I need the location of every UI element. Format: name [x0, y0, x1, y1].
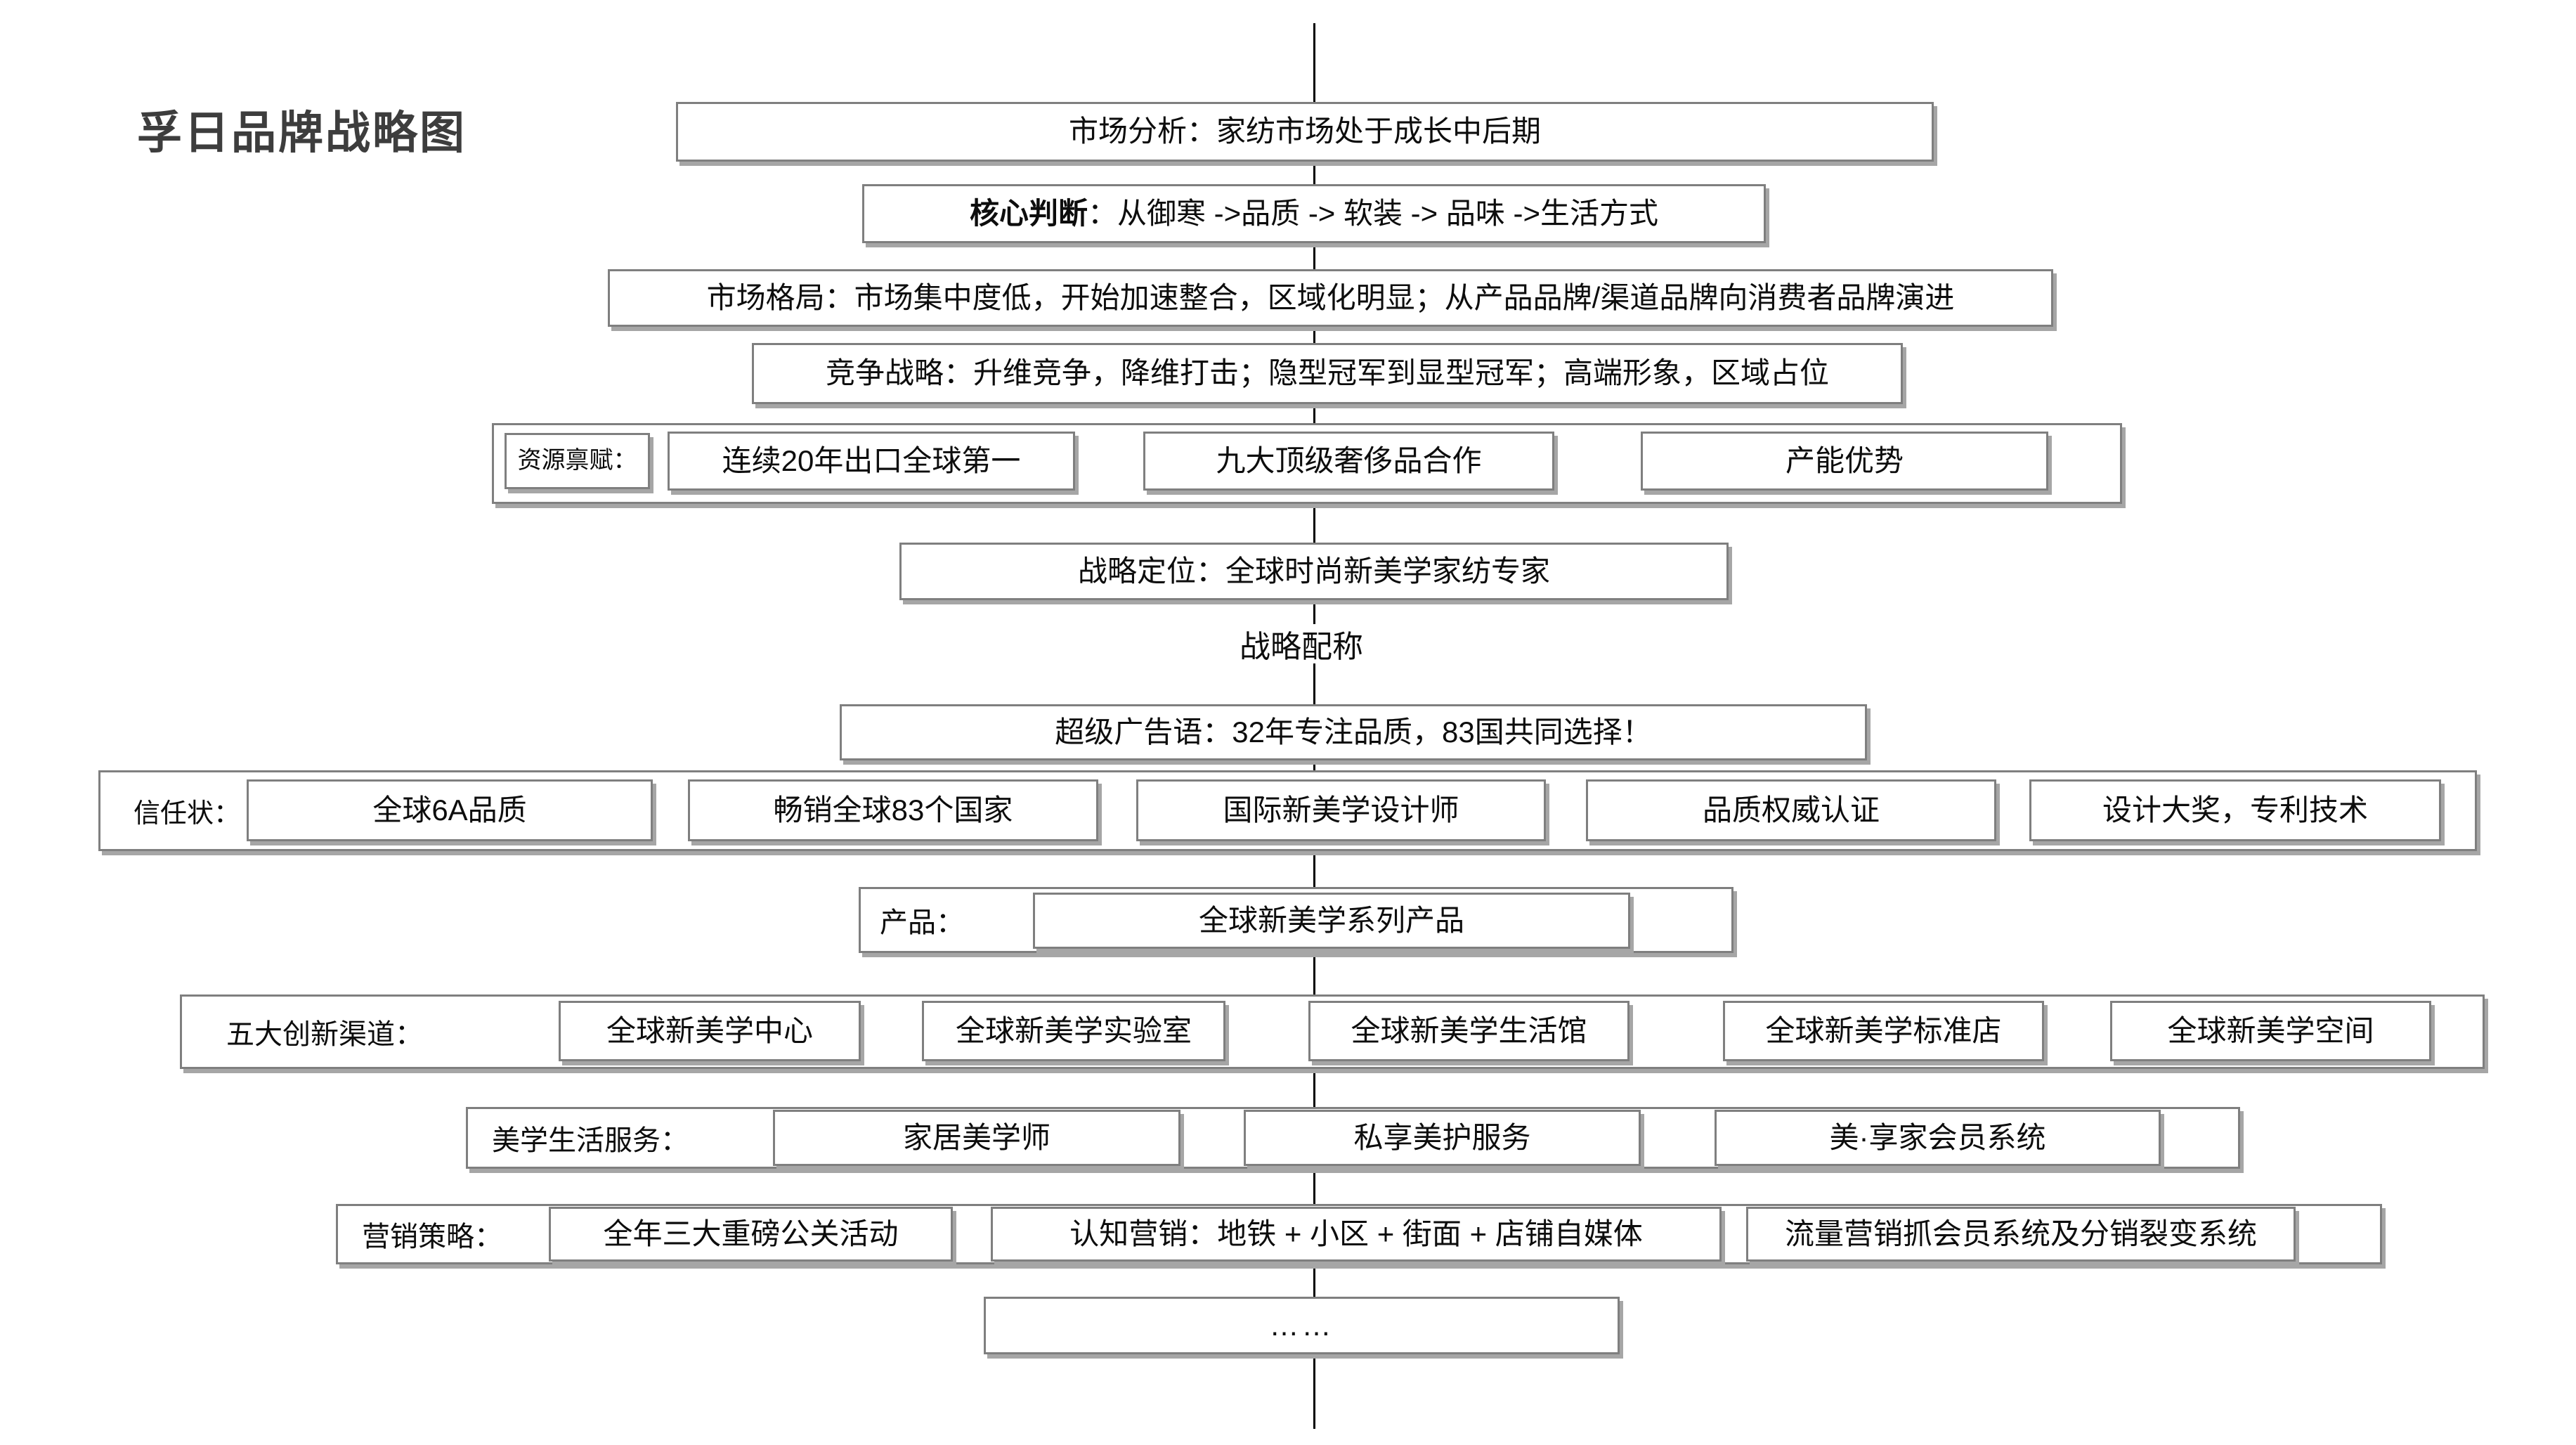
- trust-item-6a-quality: 全球6A品质: [247, 779, 653, 841]
- core-judgment-text: ：从御寒 ->品质 -> 软装 -> 品味 ->生活方式: [1087, 196, 1659, 230]
- resource-item-export: 连续20年出口全球第一: [668, 432, 1075, 491]
- trust-row-label: 信任状：: [134, 799, 241, 829]
- channel-item-lab: 全球新美学实验室: [922, 1001, 1225, 1061]
- channel-item-standard-store: 全球新美学标准店: [1723, 1001, 2044, 1061]
- marketing-item-awareness: 认知营销：地铁 + 小区 + 街面 + 店铺自媒体: [991, 1207, 1722, 1262]
- marketing-row-label: 营销策略：: [362, 1222, 502, 1252]
- resource-item-luxury: 九大顶级奢侈品合作: [1143, 432, 1554, 491]
- core-judgment-box: 核心判断：从御寒 ->品质 -> 软装 -> 品味 ->生活方式: [862, 184, 1766, 243]
- market-pattern-box: 市场格局：市场集中度低，开始加速整合，区域化明显；从产品品牌/渠道品牌向消费者品…: [608, 269, 2053, 327]
- market-analysis-box: 市场分析：家纺市场处于成长中后期: [676, 102, 1934, 162]
- page-title: 孚日品牌战略图: [137, 108, 467, 158]
- product-row-label: 产品：: [880, 907, 964, 938]
- service-item-home-aesthetician: 家居美学师: [773, 1110, 1180, 1166]
- channel-item-center: 全球新美学中心: [559, 1001, 861, 1061]
- trust-item-certification: 品质权威认证: [1586, 779, 1996, 841]
- marketing-item-traffic: 流量营销抓会员系统及分销裂变系统: [1746, 1207, 2296, 1262]
- marketing-item-pr-events: 全年三大重磅公关活动: [549, 1207, 953, 1262]
- trust-item-awards-patents: 设计大奖，专利技术: [2029, 779, 2441, 841]
- core-judgment-keyword: 核心判断: [969, 196, 1088, 230]
- trust-item-83-countries: 畅销全球83个国家: [688, 779, 1098, 841]
- channel-item-life-hall: 全球新美学生活馆: [1308, 1001, 1629, 1061]
- product-item-series: 全球新美学系列产品: [1033, 893, 1630, 949]
- slogan-box: 超级广告语：32年专注品质，83国共同选择！: [840, 704, 1867, 760]
- ellipsis-box: ……: [984, 1297, 1620, 1354]
- channels-row-label: 五大创新渠道：: [226, 1019, 423, 1050]
- strategic-alignment-label: 战略配称: [1220, 624, 1383, 664]
- service-item-membership: 美·享家会员系统: [1715, 1110, 2161, 1166]
- services-row-label: 美学生活服务：: [492, 1125, 689, 1156]
- resource-item-capacity: 产能优势: [1641, 432, 2048, 491]
- trust-item-designers: 国际新美学设计师: [1136, 779, 1546, 841]
- resources-row-label: 资源禀赋：: [505, 433, 650, 489]
- service-item-private-care: 私享美护服务: [1244, 1110, 1641, 1166]
- channel-item-space: 全球新美学空间: [2110, 1001, 2431, 1061]
- competition-strategy-box: 竞争战略：升维竞争，降维打击；隐型冠军到显型冠军；高端形象，区域占位: [752, 343, 1903, 404]
- strategic-positioning-box: 战略定位：全球时尚新美学家纺专家: [899, 543, 1729, 600]
